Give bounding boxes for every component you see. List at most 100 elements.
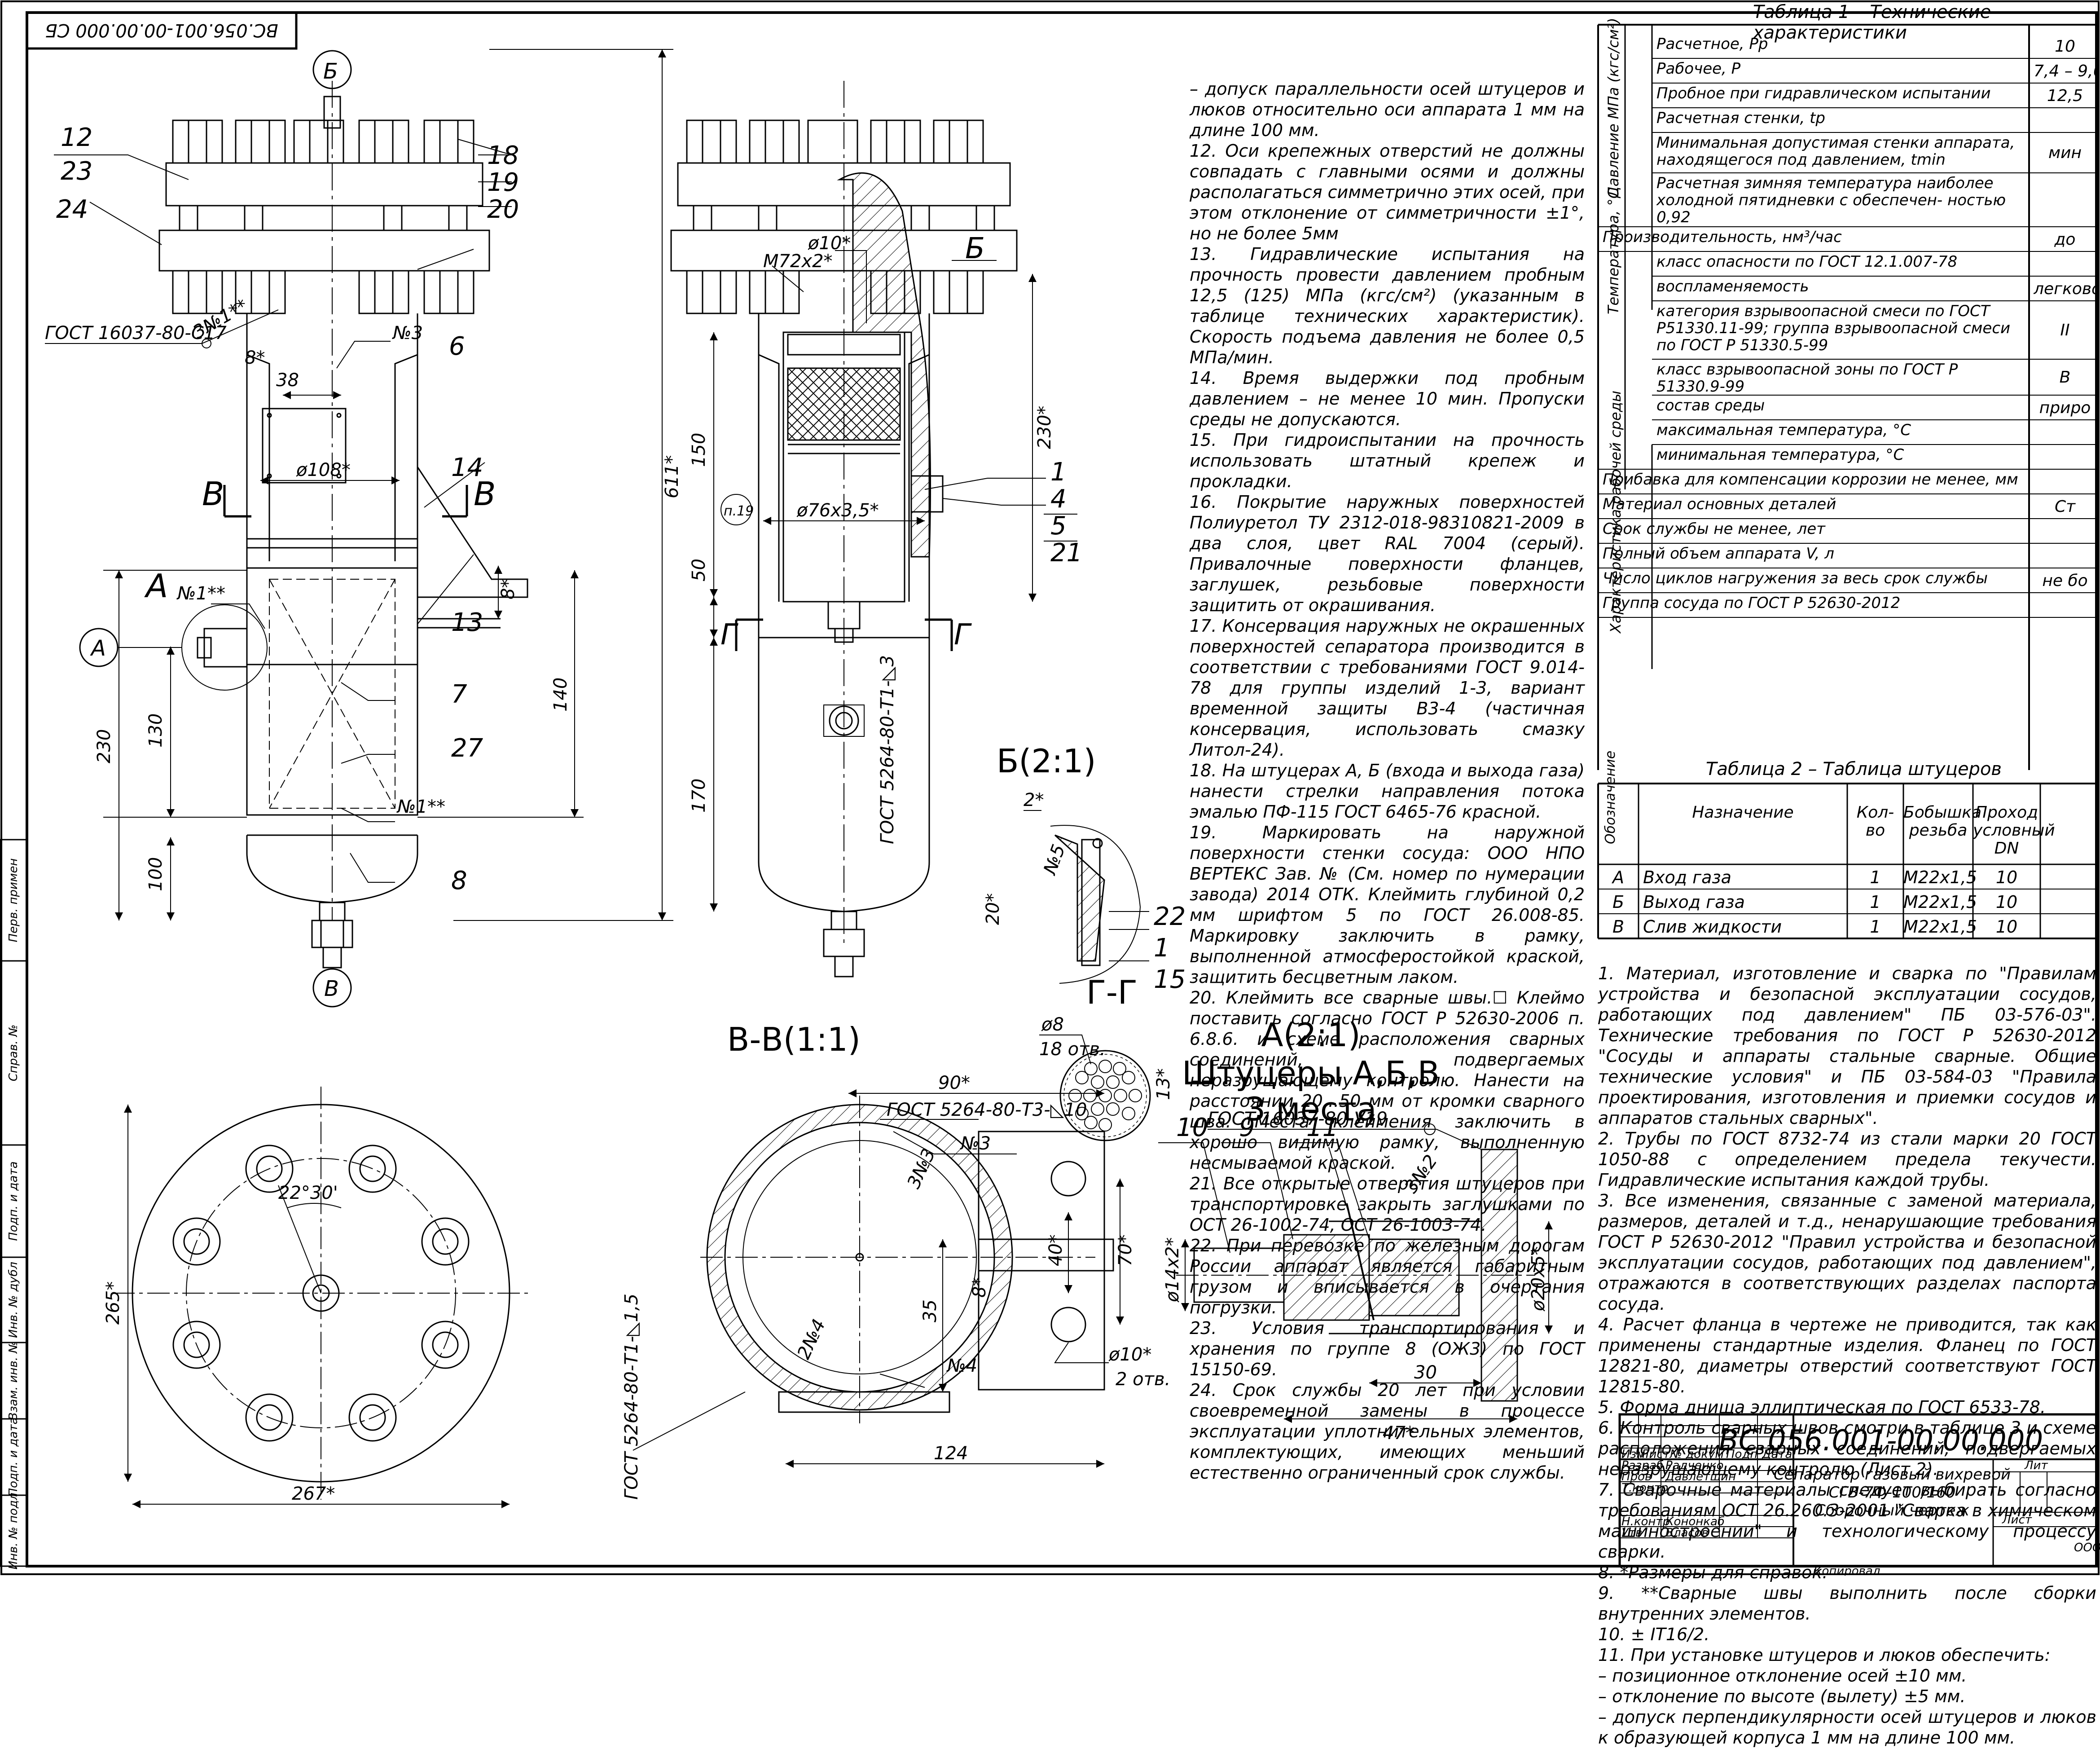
pos-24: 24 [56, 195, 88, 224]
table1-row-label: Срок службы не менее, лет [1603, 520, 1825, 538]
tb-name-2: СГВ-7Ф-100/160 [1829, 1484, 1956, 1501]
note-top-8: 18. На штуцерах А, Б (входа и выхода газ… [1190, 761, 1585, 822]
table2-cell: Выход газа [1643, 892, 1745, 912]
pos-9: 9 [1239, 1113, 1255, 1142]
table1-row-label: класс взрывоопасной зоны по ГОСТ Р 51330… [1656, 361, 1958, 396]
table1-row-value: 12,5 [2047, 86, 2083, 105]
dim-2: 2* [1024, 790, 1044, 810]
dim-14: ø14х2* [1162, 1237, 1183, 1303]
table2-cell: 10 [1995, 917, 2018, 937]
table2-header: Обозначение [1603, 750, 1618, 844]
note-top-4: 14. Время выдержки под пробным давлением… [1190, 368, 1585, 429]
table2-cell: 10 [1995, 892, 2018, 912]
dim-124: 124 [934, 1443, 968, 1464]
pos-15: 15 [1154, 965, 1186, 994]
table1-row-label: Группа сосуда по ГОСТ Р 52630-2012 [1603, 594, 1901, 612]
tb-razrab: Разраб [1621, 1459, 1664, 1472]
note-top-10: 20. Клеймить все сварные швы.☐ Клеймо по… [1190, 988, 1585, 1173]
note-bottom-4: 4. Расчет фланца в чертеже не приводится… [1598, 1315, 2096, 1396]
table2-title: Таблица 2 – Таблица штуцеров [1706, 759, 2002, 779]
table2-cell: М22х1,5 [1903, 892, 1977, 912]
table1-row-label: Расчетная зимняя температура наиболее хо… [1656, 174, 2006, 226]
title-block [1618, 1413, 2098, 1567]
dim-140: 140 [550, 678, 571, 712]
pos-12: 12 [61, 123, 92, 152]
table1-row-label: Производительность, нм³/час [1603, 228, 1842, 246]
table2-cell: А [1612, 867, 1624, 887]
tb-kopiroval: Копировал [1814, 1564, 1880, 1576]
title-block-text: ВС.056.001-00.00.000 Сепаратор газовый в… [1621, 1424, 2100, 1576]
note-bottom-13: – отклонение по высоте (вылету) ±5 мм. [1598, 1686, 1966, 1706]
tb-prov-name: Давлетшин [1665, 1470, 1736, 1484]
pos-27: 27 [451, 734, 483, 763]
tb-designation: ВС.056.001-00.00.000 [1719, 1424, 2043, 1457]
position-labels: 12 23 24 18 19 20 6 14 13 7 27 8 1 4 5 2… [54, 59, 1338, 1142]
side-label-2: Справ. № [7, 1025, 20, 1081]
section-gg [1039, 1035, 1151, 1141]
table1-row-label: максимальная температура, °С [1656, 421, 1911, 439]
dim-108: ø108* [296, 460, 351, 480]
table1-row-value: 10 [2055, 37, 2075, 56]
tb-utv: Утв [1621, 1526, 1642, 1540]
tb-tkontr: Т.контр [1621, 1481, 1668, 1495]
note-top-13: 23. Условия транспортирования и хранения… [1190, 1318, 1585, 1379]
pos-13: 13 [451, 608, 483, 637]
pos-10: 10 [1176, 1113, 1208, 1142]
dim-100: 100 [145, 857, 166, 891]
table1-row-value: мин [2048, 144, 2082, 162]
weld-n5-label: №5 [1039, 842, 1069, 878]
dim-265: 265* [103, 1281, 123, 1325]
table1-row-label: Рабочее, P [1656, 60, 1741, 78]
front-bottom-nuts [172, 270, 474, 314]
table1-row-value: В [2059, 368, 2071, 387]
pos-20: 20 [487, 195, 519, 224]
dim-18: 18 отв. [1039, 1039, 1106, 1060]
table2-cell: 10 [1995, 867, 2018, 887]
dim-35: 35 [920, 1299, 940, 1322]
pos-11: 11 [1306, 1113, 1338, 1142]
table2-cell: М22х1,5 [1903, 917, 1977, 937]
notes-top: – допуск параллельности осей штуцеров и … [1190, 79, 1585, 1483]
dim-90: 90* [938, 1073, 970, 1093]
table1-row-label: Полный объем аппарата V, л [1603, 545, 1834, 563]
note-bottom-9: 9. **Сварные швы выполнить после сборки … [1598, 1583, 2096, 1624]
table1-row-value: не бо [2042, 571, 2088, 590]
dim-76: ø76х3,5* [796, 500, 879, 521]
detail-a-marker: А [144, 567, 168, 605]
marker-b-label: Б [323, 59, 338, 84]
pos-14: 14 [451, 453, 483, 482]
t1-group-medium: Характеристика рабочей среды [1607, 391, 1624, 634]
tb-razrab-name: Радченко [1665, 1459, 1724, 1472]
gost-5264-t1-label: ГОСТ 5264-80-Т1-◺3 [877, 655, 898, 844]
dim-2230: 22°30' [278, 1183, 338, 1203]
table2-header: Проход условный DN [1973, 803, 2055, 858]
dim-50: 50 [689, 559, 709, 581]
table1-row-label: категория взрывоопасной смеси по ГОСТ Р5… [1656, 302, 2011, 354]
tb-list: Лист [1640, 1448, 1670, 1461]
table2-header: Бобышка резьба [1903, 803, 1982, 840]
tb-lit: Лит [2024, 1459, 2048, 1472]
tb-izm: Изм [1621, 1448, 1645, 1461]
table1-row-value: легковосп [2034, 279, 2096, 298]
gost-5264-t1-15-label: ГОСТ 5264-80-Т1-◺1,5 [621, 1294, 642, 1500]
note-top-6: 16. Покрытие наружных поверхностей Полиу… [1190, 492, 1585, 615]
top-stamp-box [26, 11, 298, 50]
weld-n3b-label: №3 [960, 1133, 991, 1154]
tb-nkontr: Н.контр [1621, 1515, 1670, 1528]
side-label-3: Подп. и дата [7, 1161, 20, 1241]
table1-row-lines [1598, 58, 2096, 618]
weld-n1b-label: №1** [396, 797, 445, 817]
table2-cell: Б [1612, 892, 1625, 912]
view-title-vv: В-В(1:1) [727, 1021, 861, 1058]
table2-cell: В [1612, 917, 1625, 937]
marker-a-label: А [90, 636, 106, 661]
view-title-b: Б(2:1) [997, 742, 1096, 780]
note-bottom-7: 7. Сварочные материалы следует выбирать … [1598, 1480, 2096, 1562]
pos-1b: 1 [1154, 933, 1170, 963]
tb-doc: № докум [1669, 1448, 1724, 1461]
table1-row-label: Минимальная допустимая стенки аппарата, … [1656, 134, 2015, 169]
detail-a [1158, 1123, 1553, 1423]
marker-circle-v [312, 968, 352, 1008]
tb-nkontr-name: Кононкаб [1665, 1515, 1725, 1528]
front-top-nuts [172, 119, 474, 164]
